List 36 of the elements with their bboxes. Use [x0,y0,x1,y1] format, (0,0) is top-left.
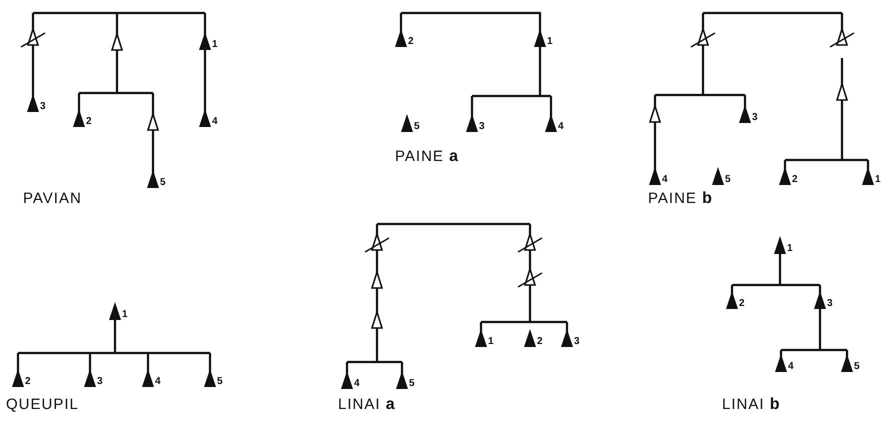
taxon-number: 2 [739,298,745,309]
taxon-number: 4 [558,121,564,132]
taxon-number: 4 [788,361,794,372]
taxon-number: 4 [354,378,360,389]
taxon-number: 2 [537,336,543,347]
taxon-number: 4 [662,174,668,185]
tree-title: LINAI b [722,396,780,413]
taxon-number: 3 [752,112,758,123]
taxon-number: 1 [488,336,494,347]
taxon-number: 2 [25,376,31,387]
taxon-number: 3 [574,336,580,347]
taxon-number: 3 [40,101,46,112]
taxon-number: 3 [479,121,485,132]
taxon-number: 5 [414,121,420,132]
taxon-number: 1 [212,39,218,50]
taxon-number: 1 [787,243,793,254]
taxon-number: 5 [725,174,731,185]
taxon-number: 4 [212,116,218,127]
taxon-number: 5 [409,378,415,389]
taxon-number: 5 [854,361,860,372]
taxon-number: 1 [547,36,553,47]
tree-title: PAINE a [395,148,459,165]
taxon-number: 1 [875,174,881,185]
tree-title: QUEUPIL [6,396,79,413]
taxon-number: 5 [160,177,166,188]
taxon-number: 4 [155,376,161,387]
tree-title: LINAI a [338,396,396,413]
taxon-number: 2 [86,116,92,127]
taxon-number: 2 [792,174,798,185]
taxon-number: 1 [122,309,128,320]
tree-title: PAVIAN [23,190,82,207]
taxon-number: 5 [217,376,223,387]
taxon-number: 2 [408,36,414,47]
taxon-number: 3 [97,376,103,387]
tree-title: PAINE b [648,190,713,207]
taxon-number: 3 [827,298,833,309]
